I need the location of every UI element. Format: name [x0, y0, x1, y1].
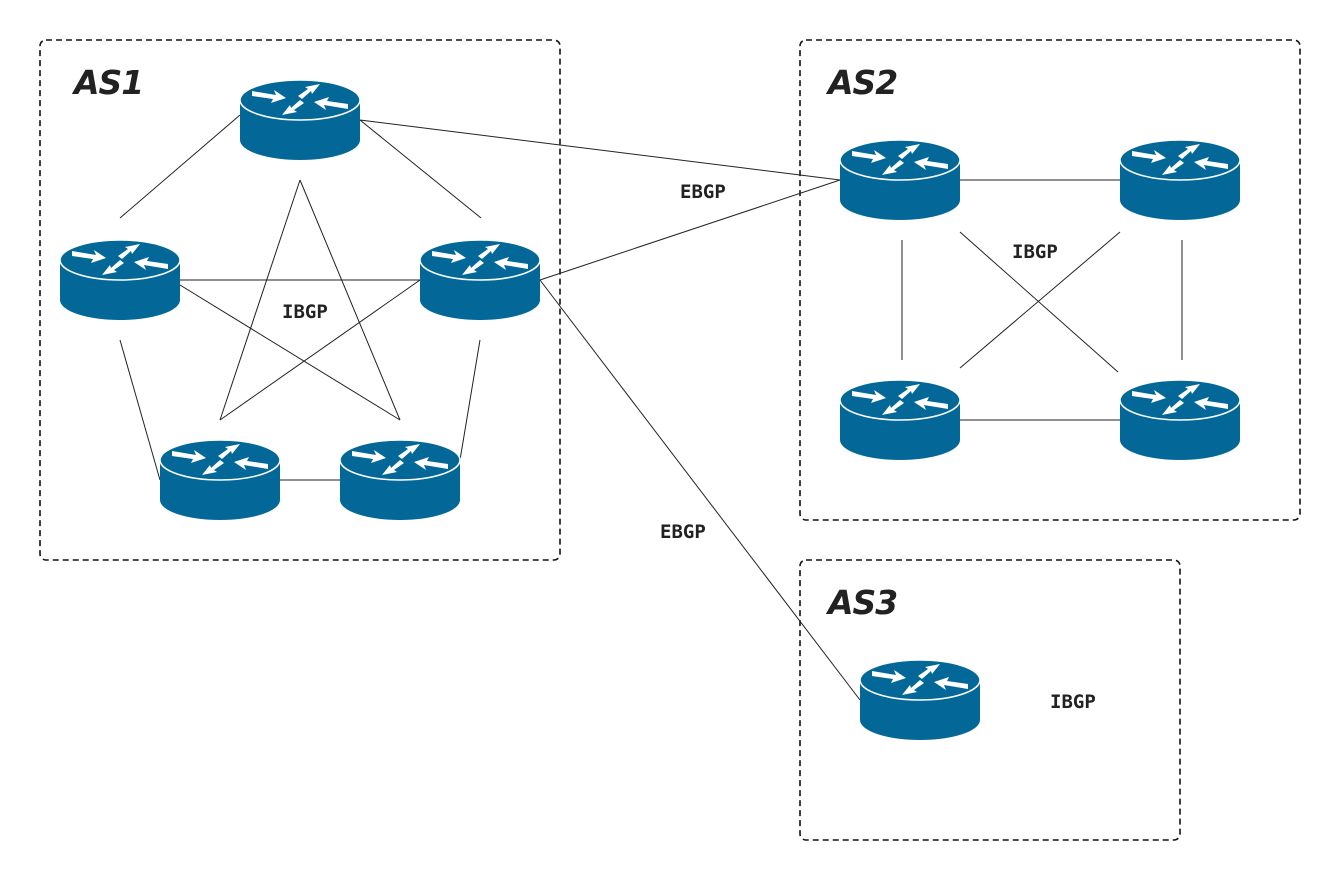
as2-links [901, 179, 1183, 421]
router-icon[interactable] [59, 239, 181, 321]
as3-ibgp-label: IBGP [1050, 691, 1096, 713]
as1-boundary [39, 39, 561, 561]
as3-title: AS3 [825, 583, 897, 622]
router-icon[interactable] [1119, 379, 1241, 461]
as2-ibgp-label: IBGP [1012, 241, 1058, 263]
as1-links [119, 114, 482, 481]
router-icon[interactable] [339, 439, 461, 521]
ebgp-label-as1-as3: EBGP [660, 521, 706, 543]
router-icon[interactable] [859, 659, 981, 741]
router-icon[interactable] [839, 139, 961, 221]
router-icon[interactable] [159, 439, 281, 521]
as2-boundary [799, 39, 1301, 521]
as1-ibgp-label: IBGP [282, 301, 328, 323]
router-icon[interactable] [839, 379, 961, 461]
router-icon[interactable] [239, 79, 361, 161]
as3-boundary [799, 559, 1181, 841]
as2-title: AS2 [825, 63, 897, 102]
external-links [359, 119, 861, 701]
ebgp-label-as1-as2: EBGP [680, 181, 726, 203]
router-icon[interactable] [419, 239, 541, 321]
as1-title: AS1 [71, 63, 143, 102]
router-icon[interactable] [1119, 139, 1241, 221]
